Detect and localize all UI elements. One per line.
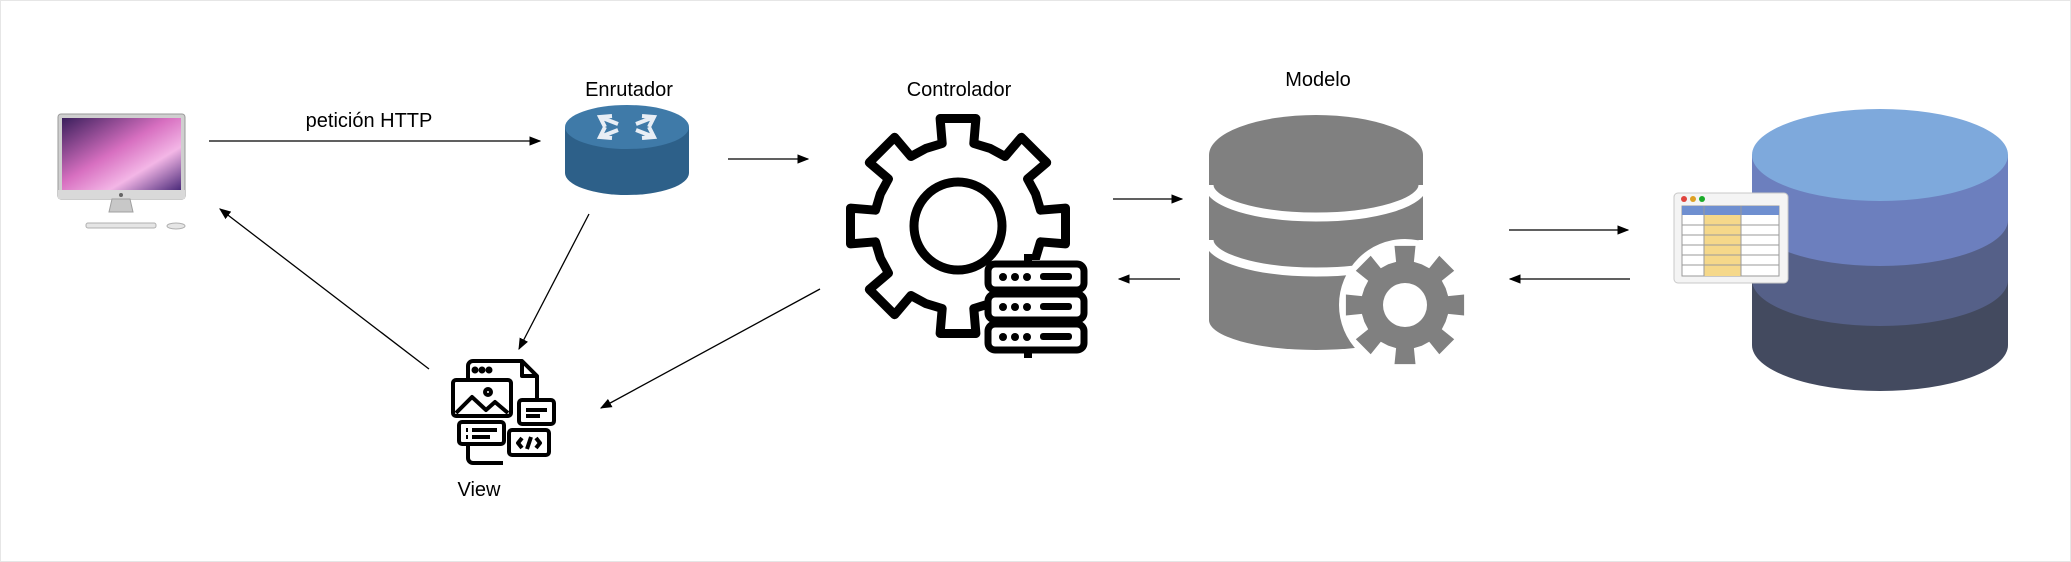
view-label: View <box>458 479 502 501</box>
connectors <box>209 136 1630 409</box>
controller-gear-icon <box>846 114 1088 358</box>
view-document-icon <box>451 359 556 465</box>
arrow-controller-to-view <box>599 288 821 409</box>
router-icon <box>565 105 689 195</box>
controller-label: Controlador <box>907 79 1012 101</box>
database-icon <box>1752 109 2008 391</box>
model-label: Modelo <box>1285 69 1351 91</box>
computer-icon <box>57 113 186 230</box>
arrow-router-to-view <box>518 213 590 351</box>
table-window-icon <box>1673 192 1789 284</box>
request-label: petición HTTP <box>306 110 433 132</box>
model-database-gear-icon <box>1204 115 1471 371</box>
arrow-view-to-computer <box>219 208 430 370</box>
router-label: Enrutador <box>585 79 673 101</box>
